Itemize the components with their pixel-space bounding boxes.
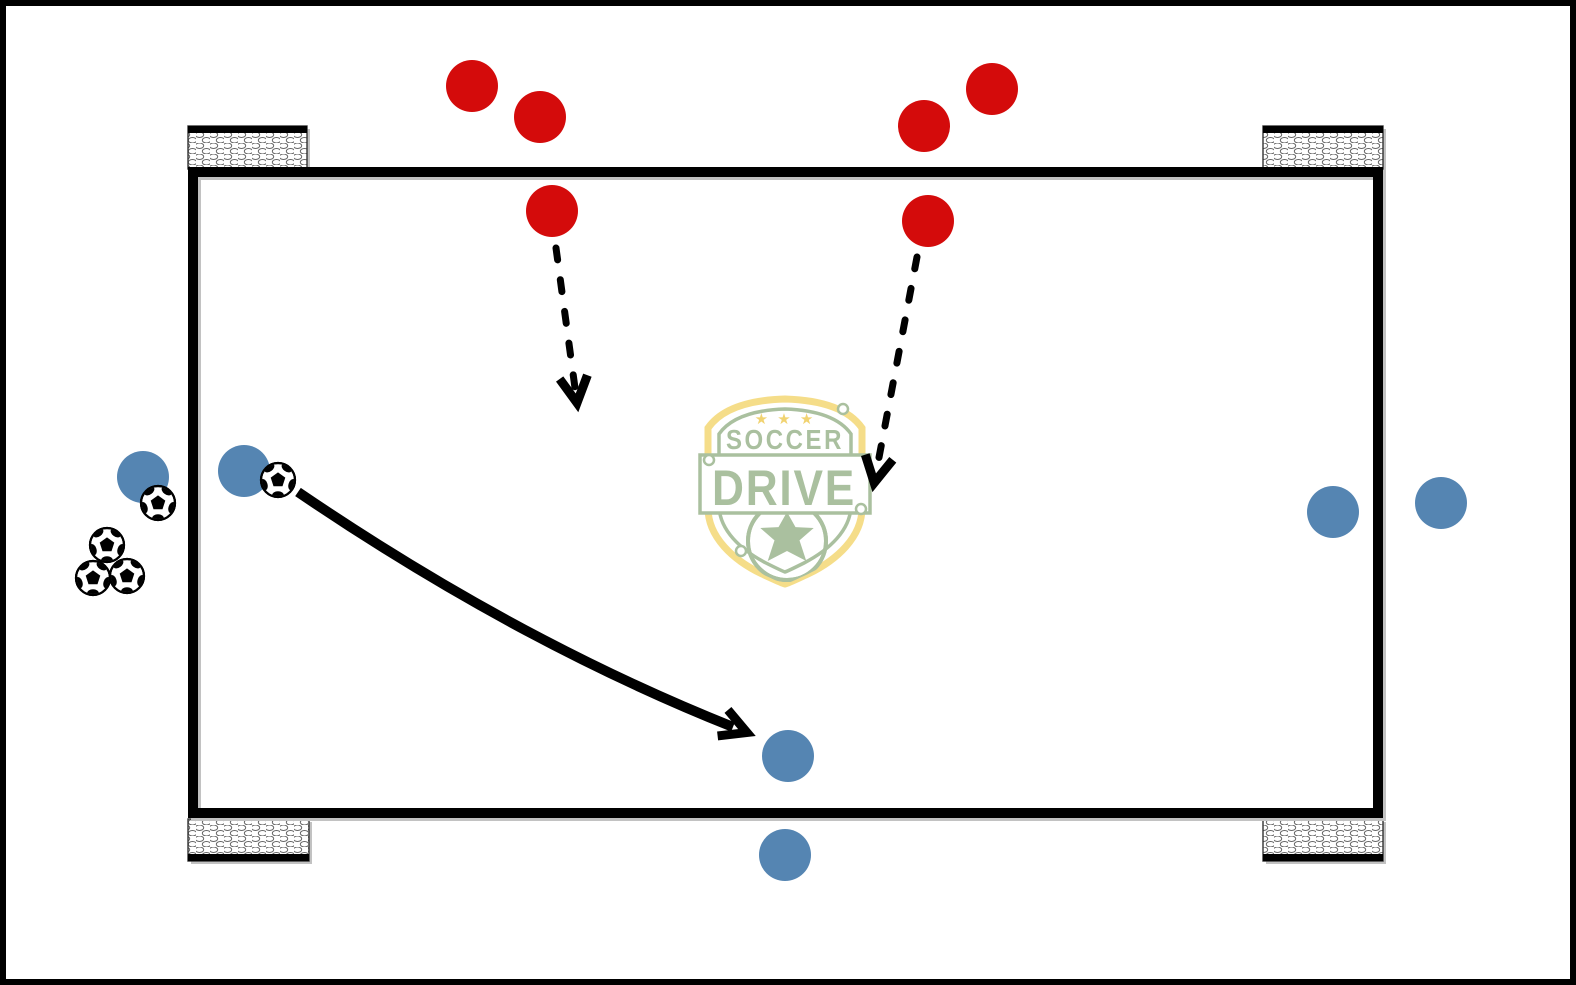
blue-player bbox=[759, 829, 811, 881]
red-player bbox=[902, 195, 954, 247]
soccer-drive-logo: ★ ★ ★ SOCCER DRIVE bbox=[698, 395, 872, 588]
logo-title-soccer: SOCCER bbox=[726, 424, 844, 455]
red-player bbox=[514, 91, 566, 143]
logo-stars: ★ ★ ★ bbox=[755, 410, 816, 428]
blue-player bbox=[218, 445, 270, 497]
arrows-layer bbox=[295, 244, 921, 741]
goal-top-left bbox=[187, 125, 310, 172]
red-player bbox=[966, 63, 1018, 115]
red-player bbox=[446, 60, 498, 112]
logo-node-dot bbox=[854, 502, 868, 516]
blue-player bbox=[762, 730, 814, 782]
logo-node-dot bbox=[702, 453, 716, 467]
field-boundary bbox=[188, 167, 1383, 818]
blue-player bbox=[1307, 486, 1359, 538]
soccer-ball-icon bbox=[88, 526, 126, 564]
balls-layer bbox=[74, 461, 297, 597]
logo-title-drive: DRIVE bbox=[712, 460, 856, 516]
goal-bottom-right bbox=[1262, 818, 1386, 864]
blue-player bbox=[1415, 477, 1467, 529]
logo-node-dot bbox=[836, 402, 850, 416]
dashed-run-arrow bbox=[552, 244, 592, 413]
solid-pass-arrow bbox=[295, 487, 756, 741]
goals-layer bbox=[187, 125, 1386, 864]
dashed-run-arrow bbox=[861, 253, 921, 493]
red-player bbox=[898, 100, 950, 152]
red-player bbox=[526, 185, 578, 237]
field-boundary-layer bbox=[188, 167, 1386, 821]
soccer-ball-icon bbox=[108, 557, 146, 595]
logo-node-dot bbox=[734, 544, 748, 558]
soccer-ball-icon bbox=[74, 559, 112, 597]
goal-top-right bbox=[1262, 125, 1386, 172]
goal-bottom-left bbox=[187, 818, 312, 864]
soccer-ball-icon bbox=[139, 484, 177, 522]
